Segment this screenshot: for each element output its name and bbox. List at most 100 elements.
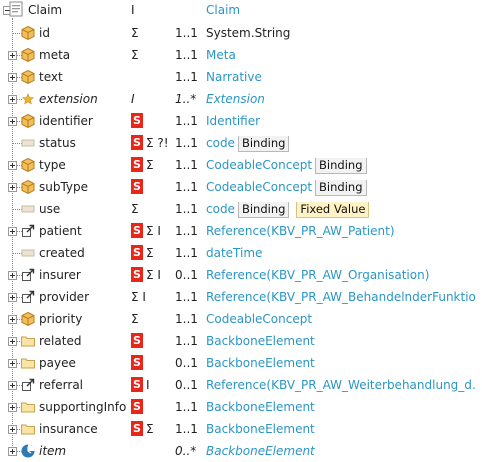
- expand-toggle[interactable]: [8, 117, 17, 126]
- type-cell: System.String: [206, 26, 476, 40]
- element-flags: Σ I: [131, 290, 146, 304]
- type-link[interactable]: Meta: [206, 48, 236, 62]
- expand-toggle[interactable]: [8, 337, 17, 346]
- binding-badge[interactable]: Binding: [315, 180, 367, 196]
- type-link[interactable]: BackboneElement: [206, 400, 315, 414]
- type-link[interactable]: code: [206, 202, 235, 216]
- expand-toggle[interactable]: [8, 403, 17, 412]
- type-link[interactable]: Reference(KBV_PR_AW_BehandelnderFunktio…: [206, 290, 476, 304]
- expand-toggle[interactable]: [8, 51, 17, 60]
- element-name: insurer: [39, 268, 81, 282]
- cardinality: 1..*: [175, 92, 197, 106]
- type-link[interactable]: Narrative: [206, 70, 262, 84]
- expand-toggle[interactable]: [8, 359, 17, 368]
- tree-connector: [12, 451, 22, 452]
- tree-root-type-link[interactable]: Claim: [206, 3, 241, 17]
- tree-root-name: Claim: [28, 3, 63, 17]
- type-link[interactable]: Extension: [206, 92, 265, 106]
- tree-root-row[interactable]: Claim I Claim: [0, 0, 482, 22]
- fixed-value-badge[interactable]: Fixed Value: [296, 202, 370, 218]
- expand-toggle[interactable]: [8, 293, 17, 302]
- expand-toggle[interactable]: [8, 315, 17, 324]
- type-cell: BackboneElement: [206, 400, 476, 414]
- type-link[interactable]: code: [206, 136, 235, 150]
- tree-connector: [12, 407, 22, 408]
- cardinality: 0..1: [175, 268, 198, 282]
- element-flags: Σ I: [146, 224, 161, 238]
- type-cell: BackboneElement: [206, 444, 476, 458]
- slice-icon: [21, 444, 35, 458]
- tree-connector: [12, 143, 22, 144]
- expand-toggle[interactable]: [8, 425, 17, 434]
- element-name: type: [39, 158, 66, 172]
- type-cell: Reference(KBV_PR_AW_Organisation): [206, 268, 476, 282]
- element-name: provider: [39, 290, 89, 304]
- binding-badge[interactable]: Binding: [315, 158, 367, 174]
- tree-connector: [12, 99, 22, 100]
- type-link[interactable]: CodeableConcept: [206, 312, 313, 326]
- tree-connector: [12, 165, 22, 166]
- type-link[interactable]: CodeableConcept: [206, 158, 313, 172]
- binding-badge[interactable]: Binding: [237, 202, 290, 218]
- type-link[interactable]: Identifier: [206, 114, 261, 128]
- element-flags: Σ: [146, 422, 154, 436]
- type-link[interactable]: BackboneElement: [206, 422, 315, 436]
- type-link[interactable]: Reference(KBV_PR_AW_Patient): [206, 224, 395, 238]
- type-link[interactable]: BackboneElement: [206, 334, 315, 348]
- element-icon: [21, 179, 35, 195]
- type-text: System.String: [206, 26, 291, 40]
- cardinality: 1..1: [175, 202, 198, 216]
- element-flags: Σ I: [146, 268, 161, 282]
- cardinality: 0..1: [175, 378, 198, 392]
- type-link[interactable]: CodeableConcept: [206, 180, 313, 194]
- type-link[interactable]: dateTime: [206, 246, 263, 260]
- expand-toggle[interactable]: [8, 161, 17, 170]
- expand-toggle[interactable]: [8, 381, 17, 390]
- type-link[interactable]: BackboneElement: [206, 356, 315, 370]
- expand-toggle[interactable]: [8, 95, 17, 104]
- tree-connector: [12, 209, 22, 210]
- element-flags: Σ: [131, 48, 139, 62]
- binding-badge[interactable]: Binding: [237, 136, 290, 152]
- expand-toggle[interactable]: [8, 447, 17, 456]
- expand-toggle[interactable]: [8, 73, 17, 82]
- type-link[interactable]: Reference(KBV_PR_AW_Weiterbehandlung_d…: [206, 378, 476, 392]
- cardinality: 1..1: [175, 26, 198, 40]
- primitive-icon: [21, 205, 35, 213]
- expand-toggle[interactable]: [8, 271, 17, 280]
- element-name: item: [39, 444, 67, 458]
- tree-connector: [12, 77, 22, 78]
- must-support-badge: S: [131, 267, 143, 282]
- type-link[interactable]: Reference(KBV_PR_AW_Organisation): [206, 268, 430, 282]
- folder-icon: [21, 424, 35, 435]
- cardinality: 1..1: [175, 246, 198, 260]
- cardinality: 1..1: [175, 312, 198, 326]
- type-link[interactable]: BackboneElement: [206, 444, 315, 458]
- expand-toggle[interactable]: [8, 227, 17, 236]
- must-support-badge: S: [131, 157, 143, 172]
- tree-connector: [12, 385, 22, 386]
- expand-toggle[interactable]: [8, 183, 17, 192]
